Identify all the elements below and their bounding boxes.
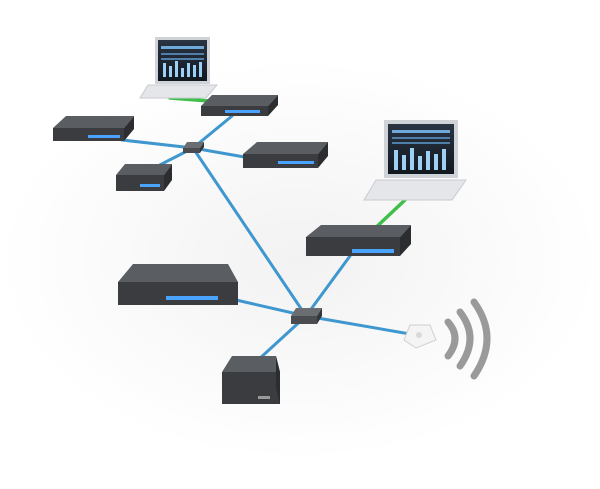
rack-unit-left-led [88, 135, 120, 138]
small-unit[interactable] [116, 164, 172, 191]
laptop-top-keyboard [139, 84, 219, 99]
laptop-top-screen-content [161, 46, 204, 77]
wifi-icon [444, 298, 491, 380]
tower-unit-port [258, 396, 270, 399]
wireless-access-point[interactable] [403, 324, 437, 349]
tower-unit[interactable] [222, 356, 280, 404]
laptop-right-screen-content [392, 130, 450, 170]
link-rack-unit-mid-to-switch-upper [191, 146, 252, 160]
link-rack-unit-left-to-switch-upper [120, 138, 195, 150]
rack-unit-large-led [166, 296, 218, 300]
rack-unit-large[interactable] [118, 264, 238, 305]
rack-unit-mid[interactable] [243, 142, 328, 168]
link-wireless-access-point-to-switch-lower [304, 314, 412, 336]
laptop-right-keyboard [363, 179, 467, 201]
rack-unit-right[interactable] [306, 225, 411, 256]
small-unit-led [140, 184, 160, 187]
rack-unit-top-led [225, 110, 260, 113]
switch-upper[interactable] [183, 142, 204, 153]
laptop-right[interactable] [363, 120, 467, 201]
access-point-indicator [416, 332, 422, 338]
rack-unit-mid-led [278, 161, 314, 164]
link-switch-upper-to-switch-lower [191, 146, 308, 318]
rack-unit-top[interactable] [201, 95, 278, 116]
rack-unit-left[interactable] [53, 116, 134, 141]
link-rack-unit-right-to-switch-lower [304, 254, 352, 318]
devices-layer [53, 37, 491, 404]
rack-unit-right-led [352, 249, 394, 253]
switch-lower[interactable] [291, 308, 322, 324]
laptop-top[interactable] [139, 37, 219, 99]
